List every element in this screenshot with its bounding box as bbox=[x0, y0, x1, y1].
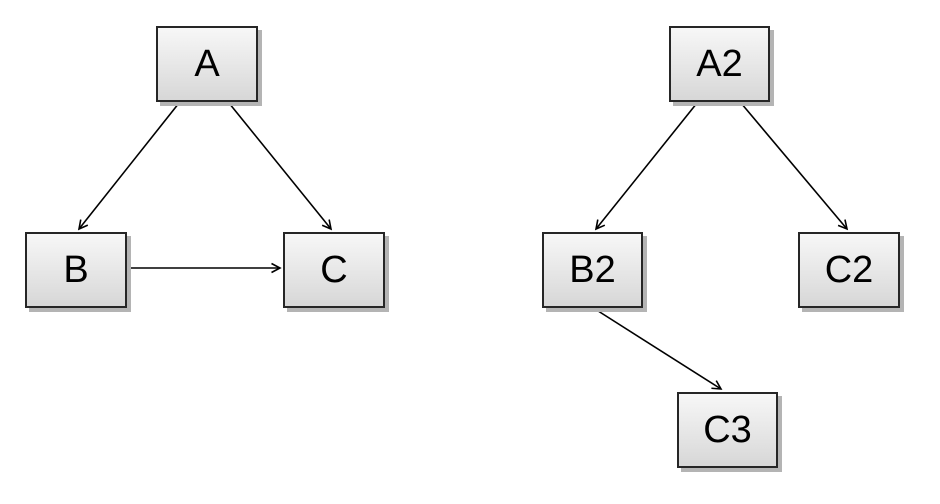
edge-B2-to-C3 bbox=[594, 308, 723, 390]
node-label: C2 bbox=[824, 249, 874, 291]
edge-A2-to-C2 bbox=[740, 102, 849, 231]
node-B2: B2 bbox=[542, 232, 643, 308]
node-label: A bbox=[194, 43, 220, 85]
node-B: B bbox=[25, 232, 127, 308]
node-C: C bbox=[283, 232, 385, 308]
node-C3: C3 bbox=[677, 392, 778, 468]
node-label: B bbox=[63, 249, 89, 291]
edge-A-to-C bbox=[228, 102, 333, 231]
edge-A-to-B bbox=[77, 102, 180, 231]
node-A2: A2 bbox=[669, 26, 770, 102]
node-A: A bbox=[156, 26, 258, 102]
node-label: B2 bbox=[569, 249, 616, 291]
edge-A2-to-B2 bbox=[594, 102, 698, 231]
node-C2: C2 bbox=[798, 232, 900, 308]
node-label: C bbox=[320, 249, 348, 291]
node-label: C3 bbox=[703, 409, 752, 451]
node-label: A2 bbox=[696, 43, 743, 85]
